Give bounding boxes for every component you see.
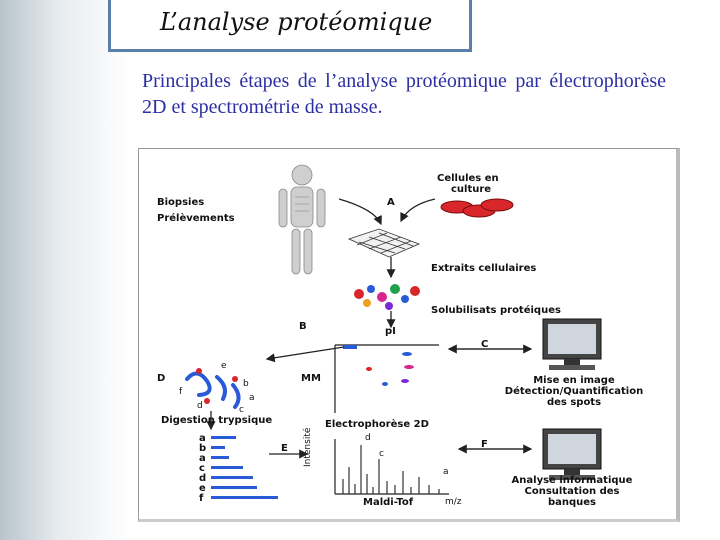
peptide-bar: [211, 466, 243, 469]
protein-solubilisate-illustration: [354, 284, 420, 310]
label-step-c: C: [481, 339, 488, 350]
peptide-list-letter: f: [199, 493, 203, 504]
cell-culture-dishes-illustration: [441, 199, 513, 217]
peptide-bar: [211, 486, 257, 489]
peptide-bar-list: [211, 436, 278, 499]
label-step-f: F: [481, 439, 488, 450]
label-step-b: B: [299, 321, 307, 332]
label-cellules-line1: Cellules en: [437, 173, 499, 184]
peptide-letter-f: f: [179, 387, 182, 398]
peptide-bar: [211, 476, 253, 479]
label-maldi: Maldi-Tof: [363, 497, 413, 508]
peptide-letter-c: c: [239, 405, 244, 416]
peptide-letter-d: d: [197, 401, 203, 412]
label-cellules-line2: culture: [451, 184, 491, 195]
spectrum-peak-label-a: a: [443, 467, 449, 478]
spectrum-peak-label-d: d: [365, 433, 371, 444]
peptide-letter-a: a: [249, 393, 255, 404]
label-mise-line1: Mise en image: [519, 375, 629, 386]
label-digestion: Digestion trypsique: [161, 415, 272, 426]
label-biopsies: Biopsies: [157, 197, 204, 208]
peptide-letter-b: b: [243, 379, 249, 390]
label-prelevements: Prélèvements: [157, 213, 235, 224]
spectrum-peak-label-c: c: [379, 449, 384, 460]
peptide-bar: [211, 436, 236, 439]
label-mz: m/z: [445, 497, 462, 508]
proteomics-workflow-figure: Cellules en culture Biopsies Prélèvement…: [138, 148, 680, 522]
slide-subtitle: Principales étapes de l’analyse protéomi…: [142, 68, 666, 120]
human-skeleton-illustration: [279, 165, 325, 274]
label-step-a: A: [387, 197, 395, 208]
computer-monitor-icon: [543, 319, 601, 370]
label-step-d: D: [157, 373, 165, 384]
label-extraits: Extraits cellulaires: [431, 263, 536, 274]
slide-background-left: [0, 0, 130, 540]
label-electrophorese: Electrophorèse 2D: [325, 419, 429, 430]
peptide-bar: [211, 496, 278, 499]
2d-gel-illustration: [335, 345, 439, 413]
label-solubilisats: Solubilisats protéiques: [431, 305, 561, 316]
peptide-bar: [211, 456, 229, 459]
computer-monitor-icon: [543, 429, 601, 480]
peptide-letter-e: e: [221, 361, 227, 372]
label-analyse-line3: banques: [487, 497, 657, 508]
peptide-digestion-illustration: [187, 368, 239, 407]
label-step-e: E: [281, 443, 288, 454]
maldi-spectrum-illustration: [335, 439, 449, 494]
label-mm: MM: [301, 373, 321, 384]
peptide-bar: [211, 446, 225, 449]
slide-title: L’analyse protéomique: [160, 8, 432, 36]
workflow-illustration: [139, 149, 681, 523]
label-pi: pI: [385, 326, 396, 337]
cell-extract-grid-illustration: [349, 229, 419, 257]
label-analyse-line1: Analyse informatique: [487, 475, 657, 486]
label-intensite: Intensité: [303, 428, 314, 467]
label-mise-line2: Détection/Quantification: [479, 386, 669, 397]
label-mise-line3: des spots: [519, 397, 629, 408]
label-analyse-line2: Consultation des: [487, 486, 657, 497]
